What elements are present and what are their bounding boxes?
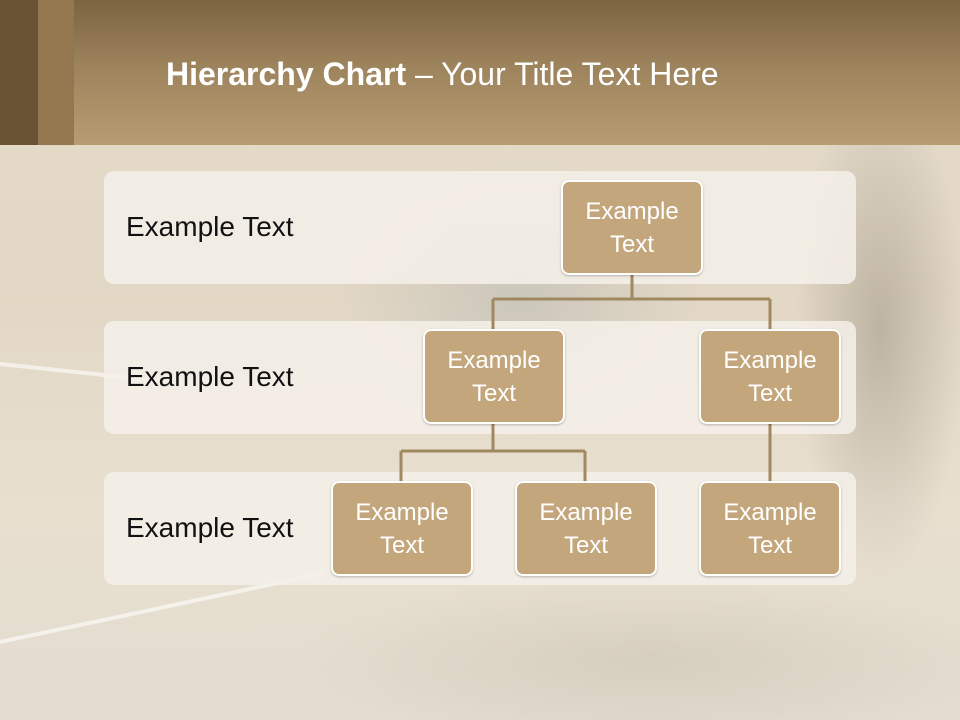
- level-label-2[interactable]: Example Text: [126, 361, 294, 392]
- node-text-line2: Text: [747, 531, 792, 559]
- node-text-line1: Example: [585, 197, 679, 225]
- title-bold: Hierarchy Chart: [166, 56, 407, 92]
- node-text-line2: Text: [379, 531, 424, 559]
- org-node-mid-left[interactable]: Example Text: [423, 329, 565, 424]
- node-text-line1: Example: [723, 346, 817, 374]
- org-node-root[interactable]: Example Text: [561, 180, 703, 275]
- title-separator: –: [406, 56, 442, 92]
- org-node-leaf-1[interactable]: Example Text: [331, 481, 473, 576]
- slide-title[interactable]: Hierarchy Chart – Your Title Text Here: [166, 56, 719, 93]
- level-label-1[interactable]: Example Text: [126, 211, 294, 242]
- node-text-line2: Text: [563, 531, 608, 559]
- node-text-line2: Text: [471, 379, 516, 407]
- level-label-3[interactable]: Example Text: [126, 512, 294, 543]
- title-bar-accent: [38, 0, 74, 145]
- org-node-mid-right[interactable]: Example Text: [699, 329, 841, 424]
- node-text-line1: Example: [723, 498, 817, 526]
- node-text-line2: Text: [747, 379, 792, 407]
- level-band-1: [104, 171, 856, 284]
- node-text-line2: Text: [609, 230, 654, 258]
- node-text-line1: Example: [355, 498, 449, 526]
- org-node-leaf-2[interactable]: Example Text: [515, 481, 657, 576]
- title-bar: [0, 0, 960, 145]
- title-rest: Your Title Text Here: [441, 56, 719, 92]
- org-node-leaf-3[interactable]: Example Text: [699, 481, 841, 576]
- node-text-line1: Example: [447, 346, 541, 374]
- node-text-line1: Example: [539, 498, 633, 526]
- title-bar-accent: [0, 0, 38, 145]
